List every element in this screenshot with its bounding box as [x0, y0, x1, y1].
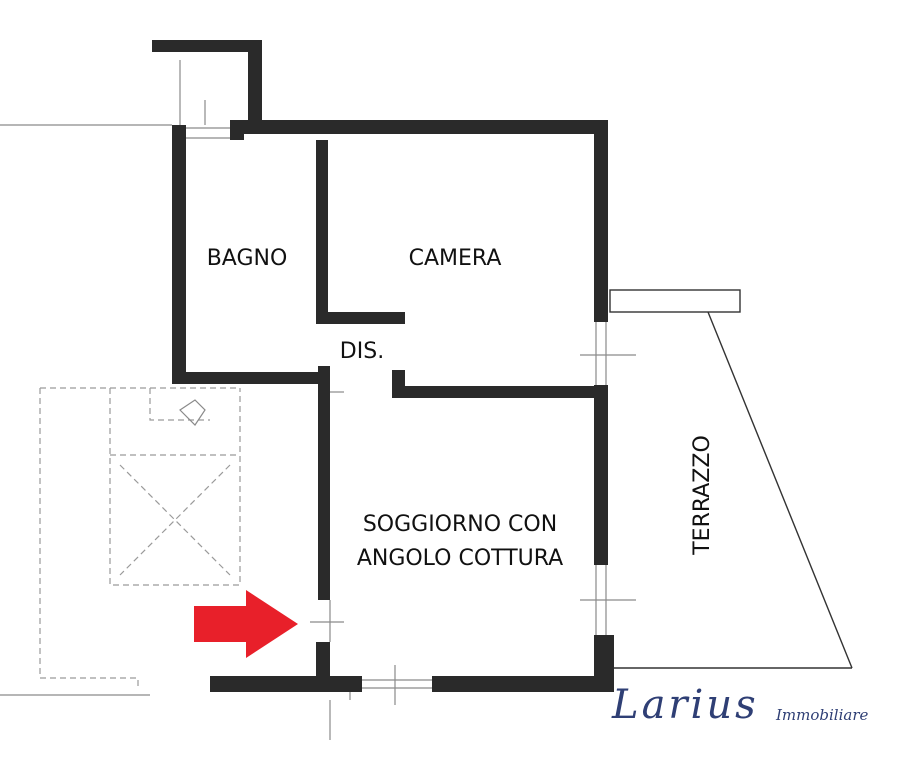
room-label-terrazzo: TERRAZZO — [690, 435, 715, 555]
room-label-dis: DIS. — [339, 339, 385, 364]
terrazzo-outline — [609, 289, 853, 669]
room-label-camera: CAMERA — [408, 246, 502, 271]
logo-tagline: Immobiliare — [776, 706, 869, 724]
adjacent-stair-outline — [39, 387, 241, 690]
interior-walls — [172, 140, 608, 676]
exterior-walls — [152, 40, 636, 705]
room-label-bagno: BAGNO — [206, 246, 288, 271]
logo-name: Larius — [612, 682, 759, 728]
room-label-soggiorno-line2: ANGOLO COTTURA — [356, 546, 564, 571]
room-label-soggiorno-line1: SOGGIORNO CON — [362, 512, 558, 537]
